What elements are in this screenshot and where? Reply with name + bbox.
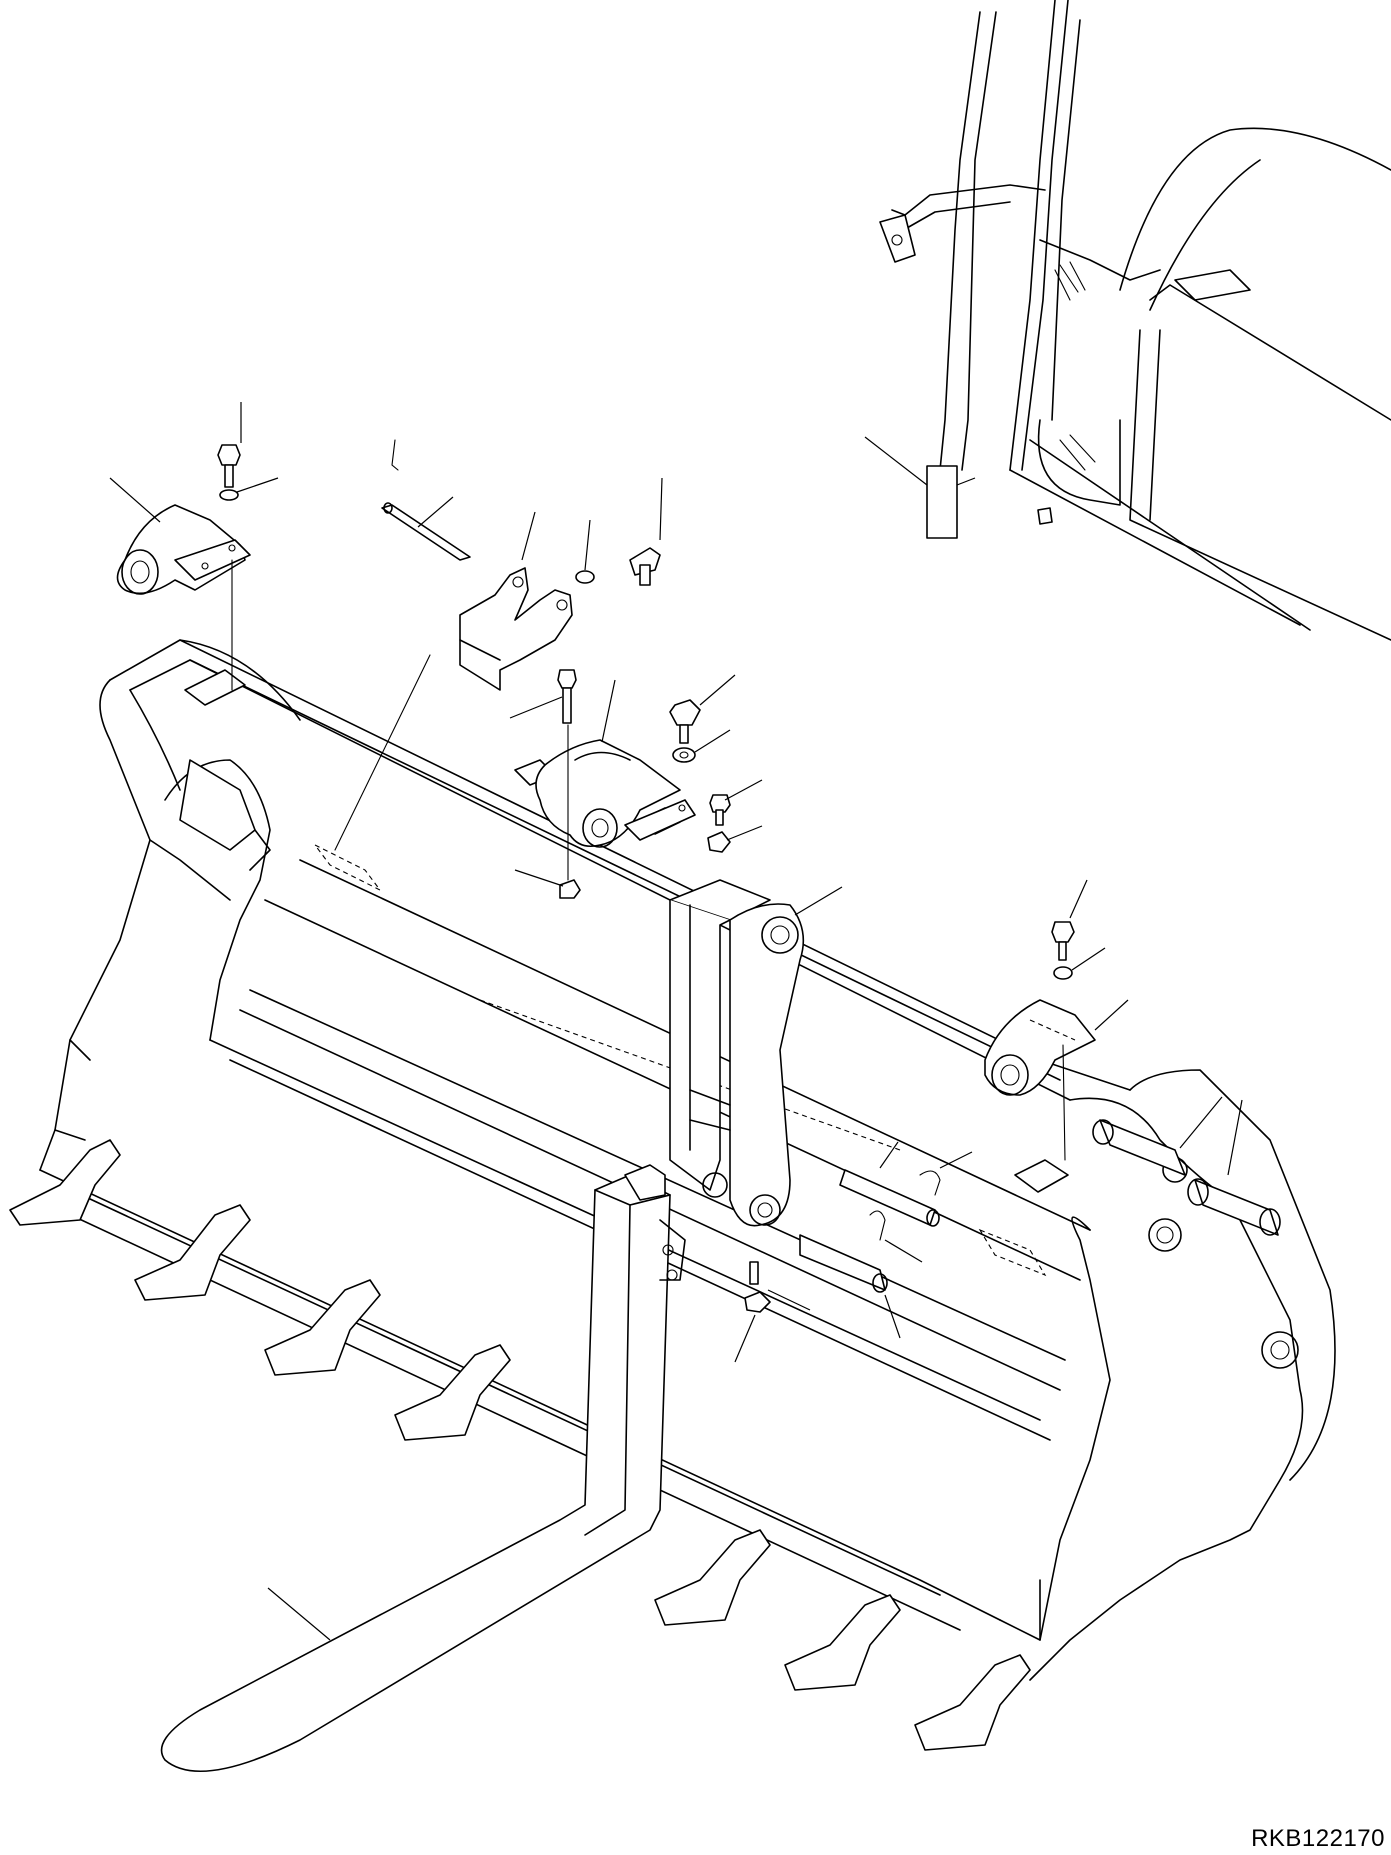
cab-decal-icon bbox=[926, 465, 958, 539]
hanger-frame-icon bbox=[669, 879, 843, 1227]
bucket-teeth bbox=[9, 1139, 1031, 1751]
cab-inset bbox=[864, 0, 1391, 641]
bracket-icon bbox=[509, 477, 763, 899]
bracket-icon bbox=[109, 402, 279, 691]
drawing-code-label: RKB122170 bbox=[1251, 1825, 1385, 1852]
channel-bracket-icon bbox=[334, 439, 573, 851]
pin-icon bbox=[734, 1096, 1281, 1363]
fork-tine-icon bbox=[160, 1164, 686, 1773]
bracket-icon bbox=[984, 879, 1129, 1161]
